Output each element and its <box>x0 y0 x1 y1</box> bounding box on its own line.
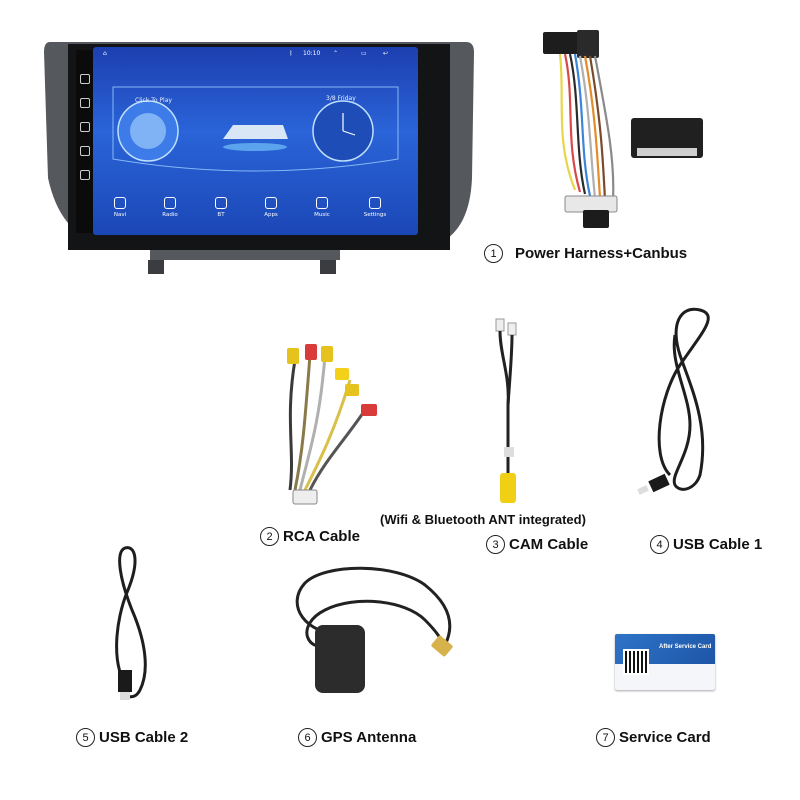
app-label: Music <box>314 212 330 218</box>
item-text-6: GPS Antenna <box>321 729 417 746</box>
side-button-bar <box>76 50 93 233</box>
app-label: BT <box>217 212 225 218</box>
home-outline-icon[interactable]: ⌂ <box>103 50 107 57</box>
power-harness-image <box>543 30 703 228</box>
app-apps[interactable]: Apps <box>256 197 286 218</box>
app-label: Apps <box>264 212 278 218</box>
service-card-title: After Service Card <box>659 644 712 650</box>
app-settings[interactable]: Settings <box>360 197 390 218</box>
app-radio[interactable]: Radio <box>155 197 185 218</box>
grid-icon <box>265 197 277 209</box>
app-music[interactable]: Music <box>307 197 337 218</box>
item-number-3: 3 <box>486 535 505 554</box>
item-number-7: 7 <box>596 728 615 747</box>
item-label-2: 2 RCA Cable <box>260 527 360 546</box>
item-text-7: Service Card <box>619 729 711 746</box>
item-text-4: USB Cable 1 <box>673 536 763 553</box>
item-label-7: 7 Service Card <box>596 728 711 747</box>
cam-cable-image <box>495 318 517 503</box>
item-text-2: RCA Cable <box>283 528 360 545</box>
volume-down-icon[interactable] <box>80 170 90 180</box>
status-bar: ⌂ 10:10 ᛒ ⌃ ▭ ↩ <box>93 47 418 61</box>
item-label-4: 4 USB Cable 1 <box>650 535 762 554</box>
item-number-4: 4 <box>650 535 669 554</box>
item-number-2: 2 <box>260 527 279 546</box>
item-number-1: 1 <box>484 244 503 263</box>
back-arrow-icon[interactable]: ↩ <box>383 50 389 57</box>
app-bt[interactable]: BT <box>206 197 236 218</box>
item-label-3: 3 CAM Cable <box>486 535 588 554</box>
usb-cable-2-image <box>115 546 147 700</box>
bluetooth-status-icon: ᛒ <box>289 50 293 57</box>
item-label-1: 1 Power Harness+Canbus <box>484 244 687 263</box>
app-navi[interactable]: Navi <box>105 197 135 218</box>
usb-cable-1-image <box>637 307 710 495</box>
music-note-icon <box>316 197 328 209</box>
date-text: 3/8 Friday <box>326 95 356 102</box>
app-label: Navi <box>113 212 127 218</box>
app-label: Radio <box>162 212 178 218</box>
service-card-image: After Service Card <box>615 634 715 690</box>
gear-icon <box>369 197 381 209</box>
dashboard-graphic <box>112 86 399 172</box>
item-number-6: 6 <box>298 728 317 747</box>
power-icon[interactable] <box>80 74 90 84</box>
radio-icon <box>164 197 176 209</box>
chevron-up-icon[interactable]: ⌃ <box>333 50 339 57</box>
item-number-5: 5 <box>76 728 95 747</box>
click-to-play-text[interactable]: Click To Play <box>135 97 172 104</box>
qr-code <box>623 649 649 675</box>
home-icon[interactable] <box>80 98 90 108</box>
wifi-bluetooth-note: (Wifi & Bluetooth ANT integrated) <box>380 512 586 527</box>
window-icon[interactable]: ▭ <box>361 50 367 57</box>
head-unit-screen: ⌂ 10:10 ᛒ ⌃ ▭ ↩ Click To Play 3/8 Friday… <box>93 47 418 235</box>
item-label-6: 6 GPS Antenna <box>298 728 416 747</box>
item-text-1: Power Harness+Canbus <box>515 245 688 262</box>
back-icon[interactable] <box>80 122 90 132</box>
item-text-5: USB Cable 2 <box>99 729 189 746</box>
gps-antenna-image <box>295 566 453 693</box>
rca-cable-image <box>287 344 377 505</box>
volume-up-icon[interactable] <box>80 146 90 156</box>
bluetooth-icon <box>215 197 227 209</box>
item-label-5: 5 USB Cable 2 <box>76 728 188 747</box>
map-pin-icon <box>114 197 126 209</box>
item-text-3: CAM Cable <box>509 536 589 553</box>
status-time: 10:10 <box>303 50 321 57</box>
app-label: Settings <box>363 212 387 218</box>
